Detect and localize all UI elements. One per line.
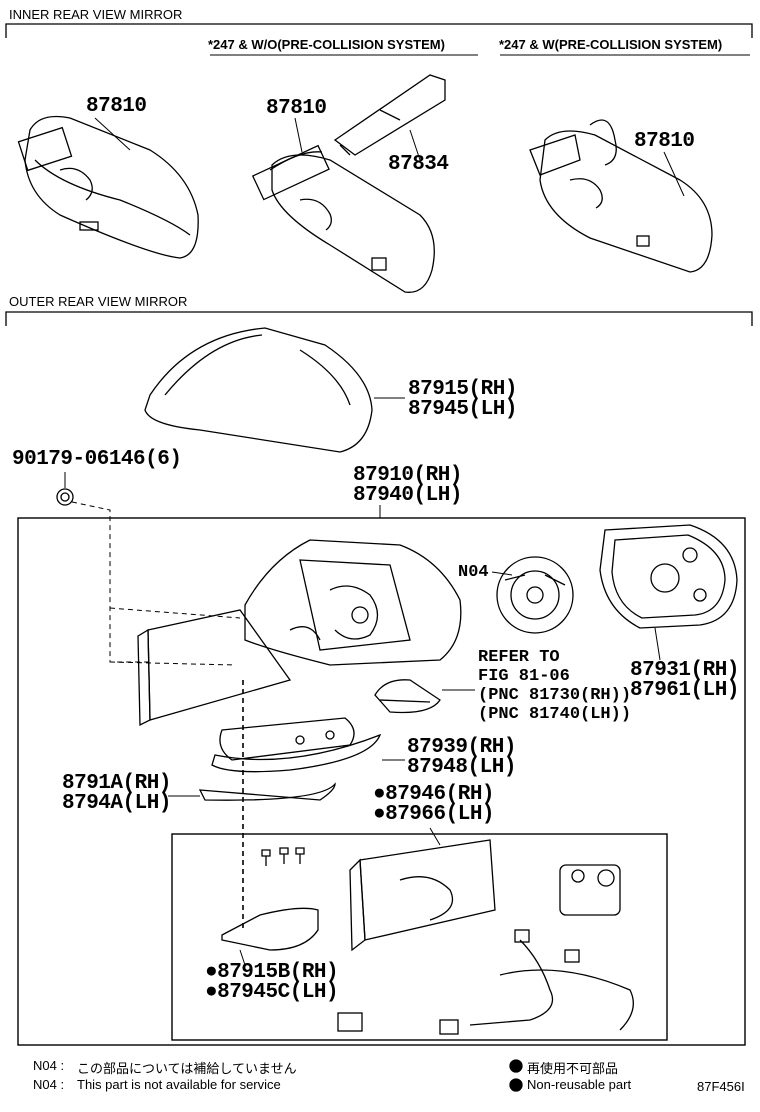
turn-signal-lamp: [374, 679, 441, 714]
housing-87931: [599, 524, 738, 629]
outer-section-bracket: [5, 311, 753, 326]
part-87810-b: 87810: [266, 97, 327, 120]
actuator-plate: [349, 839, 496, 952]
part-87961-lh: 87961(LH): [630, 679, 739, 702]
note-n04-en: This part is not available for service: [77, 1077, 281, 1092]
part-87810-c: 87810: [634, 130, 695, 153]
part-8794A-lh: 8794A(LH): [62, 792, 171, 815]
part-87834: 87834: [388, 153, 449, 176]
condition-with-pcs: *247 & W(PRE-COLLISION SYSTEM): [499, 37, 723, 52]
visor-87939: [211, 717, 382, 773]
assembly-box: [17, 517, 746, 1046]
inner-mirror-2: [251, 74, 446, 293]
mirror-glass: [137, 609, 292, 727]
part-90179: 90179-06146(6): [12, 448, 182, 471]
refer-line-3: (PNC 81730(RH)): [478, 686, 632, 705]
non-reusable-bullet-2: [509, 1078, 523, 1092]
note-n04-jp: この部品については補給していません: [77, 1061, 297, 1076]
part-87948-lh: 87948(LH): [407, 756, 516, 779]
subassembly-box: [171, 833, 668, 1041]
part-87966-lh: ●87966(LH): [373, 803, 495, 826]
note-non-reusable-en: Non-reusable part: [527, 1077, 632, 1092]
part-87940-lh: 87940(LH): [353, 484, 462, 507]
inner-mirror-1: [17, 115, 199, 259]
small-screws: [261, 847, 305, 866]
inner-section-bracket: [5, 23, 753, 38]
screw-90179: [56, 488, 74, 506]
note-n04-jp-label: N04 :: [33, 1058, 65, 1073]
refer-line-4: (PNC 81740(LH)): [478, 705, 632, 724]
part-87910-rh: 87910(RH): [353, 464, 462, 487]
refer-line-2: FIG 81-06: [478, 667, 570, 686]
part-n04: N04: [458, 563, 489, 582]
part-87945C-lh: ●87945C(LH): [205, 981, 339, 1004]
illustration-code: 87F456I: [697, 1079, 745, 1094]
note-non-reusable-jp: 再使用不可部品: [527, 1061, 619, 1076]
inner-section-title: INNER REAR VIEW MIRROR: [9, 7, 183, 22]
condition-without-pcs: *247 & W/O(PRE-COLLISION SYSTEM): [208, 37, 445, 52]
garnish-8791A: [198, 782, 336, 801]
outer-section-title: OUTER REAR VIEW MIRROR: [9, 294, 188, 309]
actuator-motor: [559, 864, 621, 916]
lower-cover-87915B: [221, 907, 319, 951]
note-n04-en-label: N04 :: [33, 1077, 65, 1092]
refer-line-1: REFER TO: [478, 648, 560, 667]
non-reusable-bullet-1: [509, 1059, 523, 1073]
mirror-cover: [144, 327, 373, 453]
part-87939-rh: 87939(RH): [407, 736, 516, 759]
part-87810-a: 87810: [86, 95, 147, 118]
part-87915-rh: 87915(RH): [408, 378, 517, 401]
inner-mirror-3: [529, 119, 713, 273]
part-8791A-rh: 8791A(RH): [62, 772, 171, 795]
part-87945-lh: 87945(LH): [408, 398, 517, 421]
part-87915B-rh: ●87915B(RH): [205, 961, 339, 984]
part-87946-rh: ●87946(RH): [373, 783, 495, 806]
wire-harness: [337, 929, 634, 1035]
motor-n04: [496, 556, 574, 634]
part-87931-rh: 87931(RH): [630, 659, 739, 682]
mirror-body: [244, 539, 462, 666]
